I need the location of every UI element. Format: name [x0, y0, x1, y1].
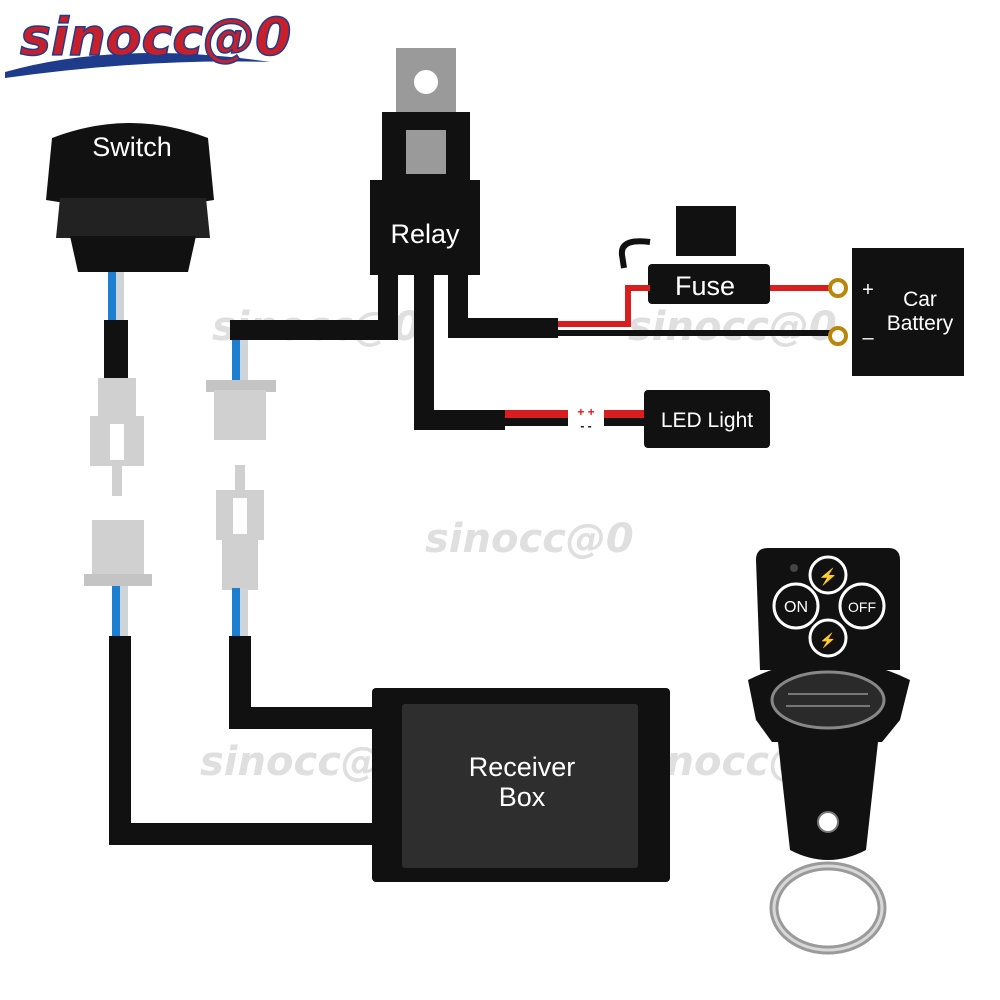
remote-strap: [778, 742, 878, 860]
positive-terminal-ring: [828, 278, 848, 298]
watermark-3: sinocc@0: [425, 516, 634, 562]
led-body: [644, 390, 770, 448]
relay: Relay: [370, 48, 480, 275]
receiver-box: Receiver Box: [372, 688, 670, 882]
led-negative-marks: - -: [580, 419, 591, 433]
switch-rocker: [46, 123, 214, 208]
remote-fob: ⚡ ON OFF ⚡: [748, 548, 910, 955]
battery-positive-sign: +: [862, 279, 874, 301]
switch-label: Switch: [92, 132, 172, 162]
battery-body: [852, 248, 964, 376]
negative-terminal-ring: [828, 326, 848, 346]
led-label: LED Light: [661, 409, 753, 432]
remote-off-label: OFF: [848, 599, 876, 615]
car-battery: + – Car Battery: [852, 248, 964, 376]
relay-connector: [206, 340, 378, 729]
logo-text: sinocc@0: [20, 8, 291, 68]
relay-body: [370, 180, 480, 275]
fuse-holder: [648, 264, 770, 304]
relay-label: Relay: [390, 219, 460, 249]
switch-body: [56, 198, 210, 238]
connector-female-right: [214, 390, 266, 440]
switch-wire: [84, 272, 378, 845]
connector-male-left-top: [98, 378, 136, 418]
battery-label-line1: Car: [903, 288, 937, 311]
remote-body: [756, 548, 900, 670]
power-wires: [558, 285, 832, 336]
battery-terminals: [828, 278, 848, 346]
receiver-label-line1: Receiver: [469, 752, 576, 782]
fuse-cap: [676, 206, 736, 256]
battery-negative-sign: –: [862, 327, 874, 349]
battery-label-line2: Battery: [887, 312, 954, 335]
receiver-label-line2: Box: [499, 782, 546, 812]
connector-female-left: [92, 520, 144, 576]
connector-female-right-rim: [206, 380, 276, 392]
led-light: LED Light: [644, 390, 770, 448]
relay-wires: [230, 275, 558, 430]
led-wire: + + - -: [505, 405, 645, 433]
led-positive-marks: + +: [577, 405, 594, 419]
remote-button-aux2: [808, 618, 848, 658]
remote-on-label: ON: [784, 599, 808, 616]
switch-base: [70, 236, 196, 272]
watermark-2: sinocc@0: [628, 304, 837, 350]
receiver-panel: [402, 704, 638, 868]
remote-button-on: [772, 582, 820, 630]
fuse: Fuse: [618, 206, 770, 304]
double-lightning-icon: ⚡: [819, 632, 836, 649]
remote-button-aux1: [808, 555, 848, 595]
fuse-label: Fuse: [675, 271, 735, 301]
brand-logo: sinocc@0: [5, 7, 292, 78]
lightning-icon: ⚡: [818, 567, 838, 586]
switch: Switch: [46, 123, 214, 272]
remote-button-off: [838, 582, 886, 630]
